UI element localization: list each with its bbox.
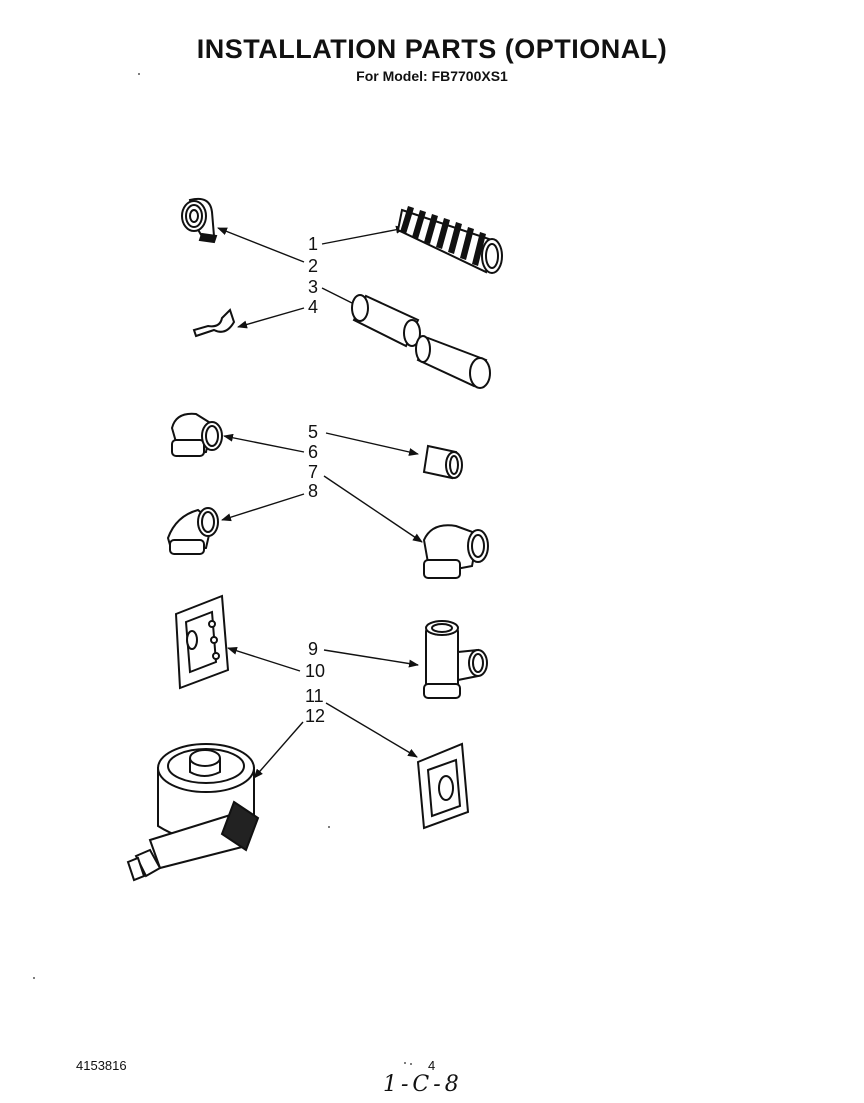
- wall-plate-part-11: [416, 742, 470, 830]
- callout-10: 10: [305, 661, 325, 681]
- leader-1: [321, 225, 406, 245]
- callout-8: 8: [308, 481, 318, 501]
- leader-5: [325, 432, 419, 456]
- sealant-kit-part: [126, 743, 260, 882]
- callout-6: 6: [308, 442, 318, 462]
- scan-marks: [33, 73, 412, 1065]
- callout-9: 9: [308, 639, 318, 659]
- elbow-part-8: [166, 507, 219, 555]
- rigid-duct-part: [351, 294, 491, 389]
- callout-3: 3: [308, 277, 318, 297]
- duct-clamp-part: [181, 197, 218, 244]
- callout-5: 5: [308, 422, 318, 442]
- clip-part: [192, 308, 236, 338]
- tee-part: [423, 620, 488, 699]
- leader-3: [321, 287, 357, 306]
- leader-lines: [217, 225, 423, 779]
- leader-10: [227, 646, 301, 672]
- wall-plate-part-10: [174, 594, 230, 690]
- leader-12: [253, 721, 304, 779]
- leader-2: [217, 227, 305, 263]
- page-mark: 4: [428, 1058, 436, 1073]
- leader-7: [323, 475, 423, 543]
- coupler-part: [422, 444, 463, 480]
- elbow-part-7: [422, 524, 489, 579]
- flexible-duct-part: [396, 206, 503, 274]
- model-subtitle: For Model: FB7700XS1: [356, 68, 508, 84]
- document-number: 4153816: [76, 1058, 127, 1073]
- leader-8: [221, 493, 305, 522]
- callout-2: 2: [308, 256, 318, 276]
- callout-12: 12: [305, 706, 325, 726]
- leader-11: [325, 702, 418, 758]
- leader-6: [223, 433, 305, 453]
- callout-7: 7: [308, 462, 318, 482]
- elbow-part-6: [170, 412, 223, 458]
- callout-11: 11: [305, 686, 324, 706]
- callout-4: 4: [308, 297, 318, 317]
- handwritten-note: 1-C-8: [383, 1072, 463, 1097]
- callout-1: 1: [308, 234, 318, 254]
- page-title: INSTALLATION PARTS (OPTIONAL): [196, 34, 668, 64]
- leader-9: [323, 649, 419, 668]
- leader-4: [237, 307, 305, 329]
